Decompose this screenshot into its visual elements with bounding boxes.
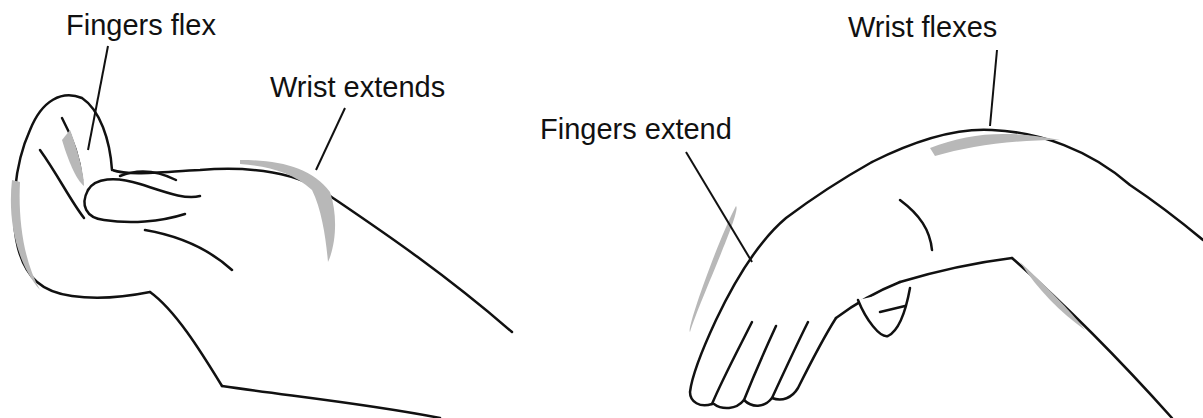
forearm-outline <box>222 386 440 418</box>
part-label: Fingers flex <box>66 8 216 42</box>
extend-shading <box>240 160 335 262</box>
finger-outline <box>772 318 836 400</box>
thumb-outline <box>88 179 200 197</box>
forearm-outline <box>330 196 512 332</box>
flex-shading <box>930 134 1060 156</box>
right-shading <box>690 134 1085 332</box>
thumb-nail <box>880 306 905 312</box>
leader-line <box>990 50 997 126</box>
left-shading <box>11 130 335 290</box>
leader-line <box>88 46 108 150</box>
thumb-outline <box>85 190 185 222</box>
leader-line <box>686 152 752 262</box>
forearm-outline <box>1012 258 1172 418</box>
palm-outline <box>150 292 222 386</box>
forearm-shading <box>1020 262 1085 330</box>
hand-outline <box>690 162 872 405</box>
palm-crease <box>145 230 232 270</box>
leader-lines <box>88 46 997 262</box>
hand-crease <box>900 200 932 250</box>
finger-outline <box>714 326 776 408</box>
leader-line <box>316 108 345 170</box>
flex-shading <box>62 130 84 186</box>
finger-outline <box>744 322 808 406</box>
right-hand <box>690 130 1203 418</box>
part-label: Fingers extend <box>540 112 732 146</box>
wrist-outline <box>900 258 1012 282</box>
part-label: Wrist flexes <box>848 10 997 44</box>
finger-outline <box>120 172 176 180</box>
finger-outline <box>14 95 150 297</box>
thumb-outline <box>858 288 910 336</box>
part-label: Wrist extends <box>270 70 445 104</box>
finger-shading <box>11 180 40 290</box>
finger-outline <box>712 322 752 404</box>
